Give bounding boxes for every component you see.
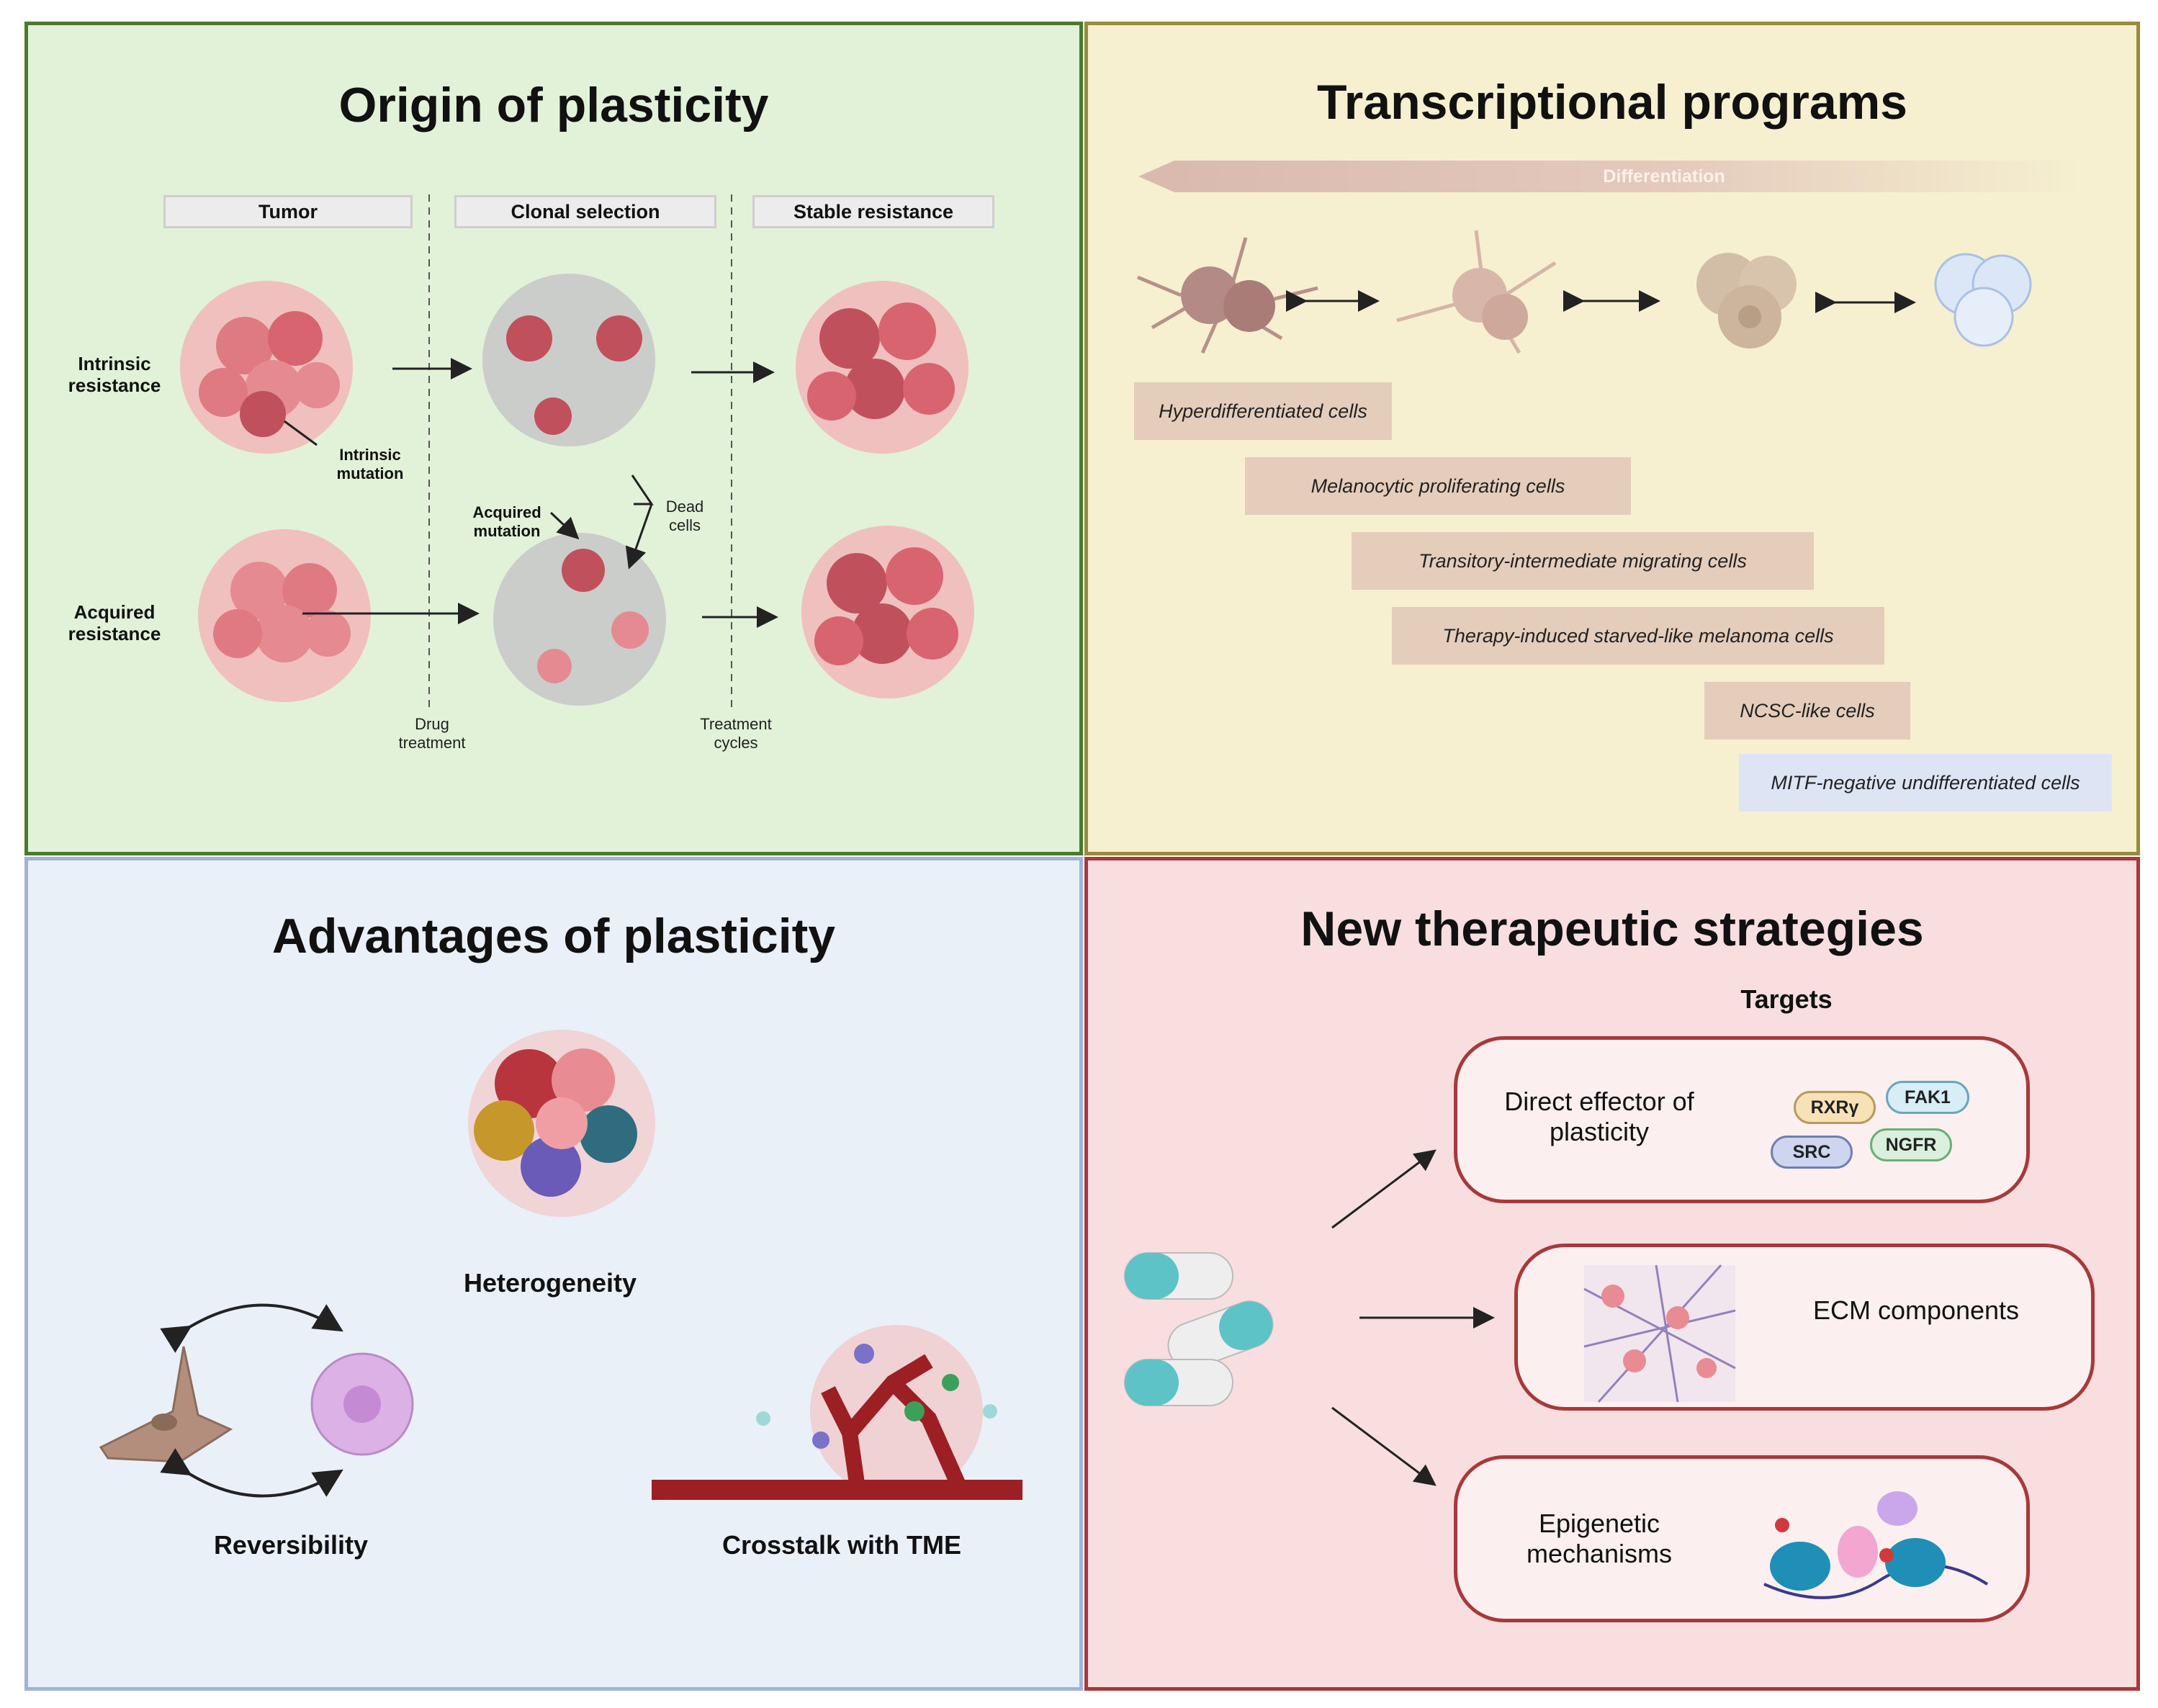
stable-acquired — [801, 526, 974, 698]
state-hyperdifferentiated: Hyperdifferentiated cells — [1134, 382, 1392, 440]
label-intrinsic-mutation: Intrinsic mutation — [336, 446, 404, 482]
target-epigenetic — [1454, 1455, 2030, 1622]
advantages-title: Advantages of plasticity — [271, 909, 836, 963]
target-epigenetic-label: Epigenetic mechanisms — [1526, 1509, 1673, 1568]
row-acquired-resistance: Acquired resistance — [68, 601, 161, 644]
clonal-acquired — [493, 533, 666, 706]
transcriptional-panel: Transcriptional programs Differentiation… — [1084, 22, 2140, 855]
state-melanocytic-proliferating: Melanocytic proliferating cells — [1245, 457, 1631, 515]
differentiation-label: Differentiation — [1603, 166, 1725, 186]
state-transitory-intermediate: Transitory-intermediate migrating cells — [1352, 532, 1814, 590]
label-heterogeneity: Heterogeneity — [463, 1268, 637, 1298]
header-tumor: Tumor — [163, 195, 413, 228]
tag-rxrg: RXRγ — [1794, 1091, 1876, 1124]
tumor-intrinsic — [180, 281, 353, 454]
origin-arrows — [284, 358, 778, 628]
label-acquired-mutation: Acquired mutation — [472, 503, 541, 540]
label-treatment-cycles: Treatment cycles — [700, 715, 772, 752]
advantages-panel: Advantages of plasticity Heterogeneity R… — [24, 857, 1083, 1691]
header-clonal-selection: Clonal selection — [454, 195, 716, 228]
crosstalk-illustration — [652, 1325, 1022, 1500]
header-stable-resistance: Stable resistance — [752, 195, 994, 228]
state-mitf-negative: MITF-negative undifferentiated cells — [1739, 754, 2112, 812]
cell-hyperdifferentiated — [1137, 237, 1318, 354]
transcriptional-title: Transcriptional programs — [1317, 75, 1907, 130]
label-reversibility: Reversibility — [213, 1530, 369, 1560]
target-direct-effector-label: Direct effector of plasticity — [1504, 1087, 1694, 1146]
epigenetic-illustration — [1763, 1491, 1989, 1599]
tag-src: SRC — [1771, 1136, 1853, 1169]
tumor-acquired — [198, 529, 371, 702]
target-ecm-label: ECM components — [1812, 1295, 2020, 1325]
label-crosstalk-tme: Crosstalk with TME — [721, 1530, 962, 1560]
heterogeneity-cluster — [468, 1030, 655, 1217]
stable-intrinsic — [796, 281, 968, 454]
row-intrinsic-resistance: Intrinsic resistance — [68, 353, 161, 396]
label-dead-cells: Dead cells — [665, 498, 704, 534]
tag-fak1: FAK1 — [1886, 1081, 1969, 1114]
differentiation-arrow — [1138, 161, 2089, 192]
target-direct-effector — [1454, 1036, 2030, 1203]
ecm-illustration — [1583, 1264, 1736, 1403]
cell-melanocytic — [1396, 230, 1557, 354]
cell-round — [1696, 253, 1797, 349]
clonal-intrinsic — [482, 274, 655, 446]
state-therapy-induced: Therapy-induced starved-like melanoma ce… — [1392, 607, 1884, 665]
reversibility-illustration — [99, 1303, 414, 1498]
targets-label: Targets — [1740, 984, 1833, 1014]
state-ncsc-like: NCSC-like cells — [1704, 682, 1910, 740]
tag-ngfr: NGFR — [1870, 1128, 1952, 1161]
strategy-arrows — [1331, 1149, 1495, 1486]
label-drug-treatment: Drug treatment — [398, 715, 466, 752]
drug-capsules — [1124, 1252, 1274, 1406]
origin-title: Origin of plasticity — [338, 78, 769, 132]
strategies-title: New therapeutic strategies — [1300, 902, 1924, 956]
cell-undifferentiated — [1934, 253, 2032, 347]
